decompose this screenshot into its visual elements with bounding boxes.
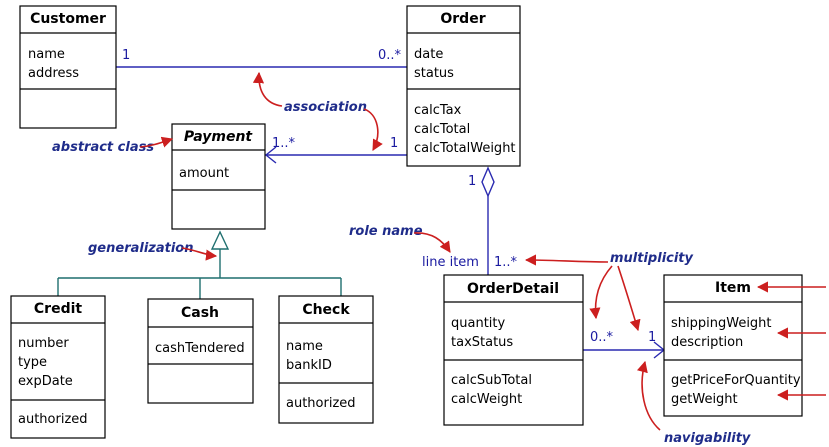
class-check[interactable]: Check name bankID authorized [278,295,374,424]
annotation-arrow [617,265,641,332]
multiplicity-label: 1 [468,174,476,189]
multiplicity-label: 1 [648,330,656,345]
operation: calcTax [414,103,462,118]
attribute: address [28,66,79,81]
multiplicity-label: 0..* [378,48,402,63]
annotation-arrow [252,71,283,107]
attribute: name [28,47,65,62]
operation: calcWeight [451,392,522,407]
annotation-arrow [589,265,613,320]
annotation-navigability: navigability [664,431,751,446]
multiplicity-label: 1 [390,136,398,151]
attribute: shippingWeight [671,316,772,331]
payment-navigability-arrowhead [264,146,277,164]
annotation-arrow [413,232,451,253]
class-cash[interactable]: Cash cashTendered [147,298,254,404]
class-title: Payment [184,129,254,145]
annotation-abstract-class: abstract class [52,140,154,155]
generalization-triangle [210,230,230,250]
operation: calcTotal [414,122,470,137]
class-orderdetail[interactable]: OrderDetail quantity taxStatus calcSubTo… [443,274,584,426]
annotation-arrow [636,360,661,431]
class-title: Customer [30,11,106,27]
attribute: number [18,336,69,351]
multiplicity-label: 1..* [272,136,296,151]
annotation-role-name: role name [349,224,423,239]
attribute: name [286,339,323,354]
multiplicity-label: 1 [122,48,130,63]
annotation-arrow [363,108,383,151]
annotation-generalization: generalization [88,241,194,256]
class-credit[interactable]: Credit number type expDate authorized [10,295,106,439]
operation: getWeight [671,392,738,407]
multiplicity-label: 1..* [494,255,518,270]
multiplicity-label: 0..* [590,330,614,345]
class-title: Cash [181,305,219,321]
annotation-arrow [181,247,218,261]
attribute: quantity [451,316,506,331]
operation: authorized [18,412,88,427]
attribute: description [671,335,743,350]
attribute: type [18,355,47,370]
operation: getPriceForQuantity [671,373,801,388]
annotation-arrow [524,254,609,266]
class-title: Check [302,302,350,318]
class-title: Item [715,280,751,296]
attribute: taxStatus [451,335,513,350]
attribute: status [414,66,454,81]
attribute: bankID [286,358,332,373]
attribute: cashTendered [155,341,245,356]
annotation-association: association [284,100,367,115]
operation: authorized [286,396,356,411]
attribute: date [414,47,443,62]
operation: calcTotalWeight [414,141,516,156]
annotation-multiplicity: multiplicity [610,251,694,266]
class-title: OrderDetail [467,281,559,297]
role-name-label: line item [422,255,479,270]
operation: calcSubTotal [451,373,532,388]
attribute: expDate [18,374,73,389]
attribute: amount [179,166,229,181]
class-payment[interactable]: Payment amount [171,123,266,230]
aggregation-diamond [481,166,495,198]
class-order[interactable]: Order date status calcTax calcTotal calc… [406,5,521,167]
class-customer[interactable]: Customer name address [19,5,117,129]
class-title: Order [440,11,485,27]
annotation-arrow [139,136,174,148]
class-title: Credit [34,301,82,317]
